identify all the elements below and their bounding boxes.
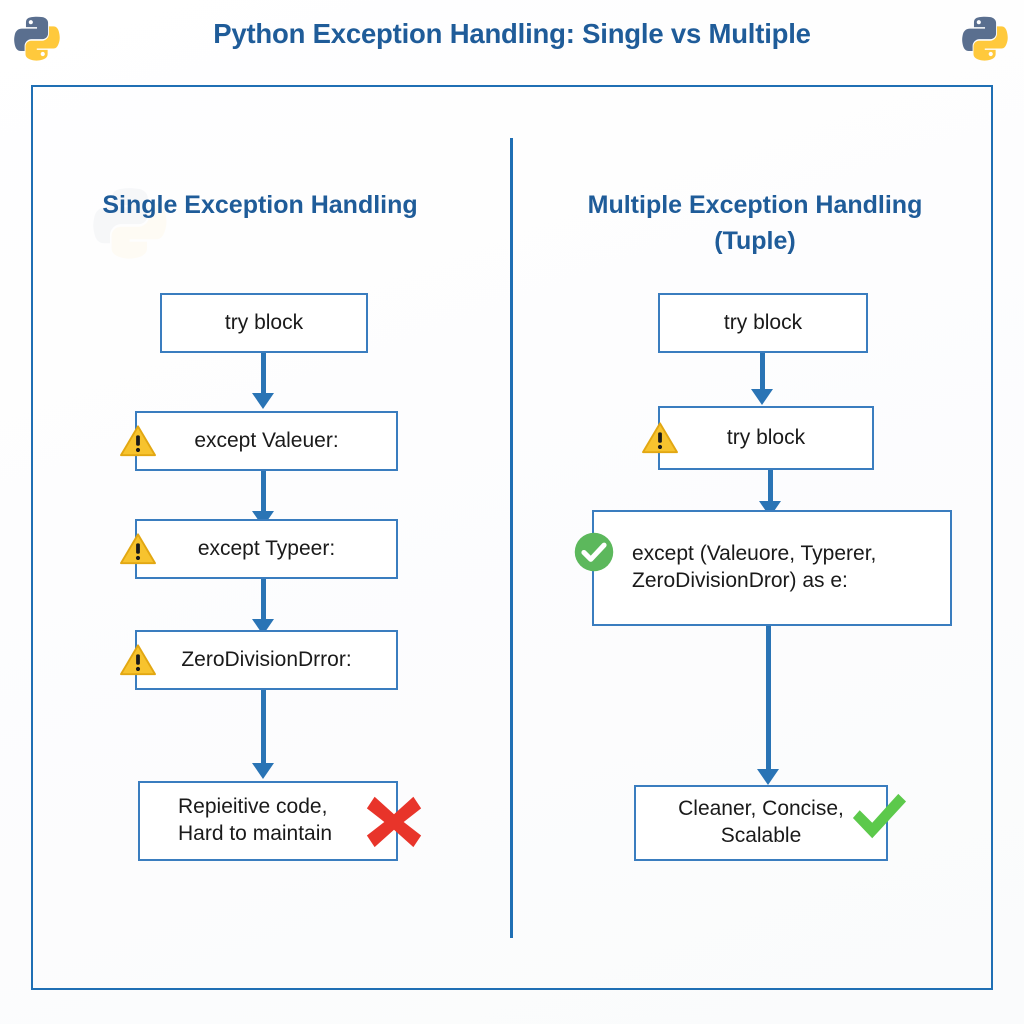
node-label: try block	[726, 425, 806, 449]
warning-triangle-icon	[119, 424, 157, 458]
column-heading-multiple: Multiple Exception Handling (Tuple)	[535, 188, 975, 259]
node-outcome-text: Cleaner, Concise, Scalable	[678, 796, 844, 850]
node-label: try block	[723, 310, 803, 334]
node-except-line2: ZeroDivisionDror) as e:	[632, 569, 848, 592]
arrow-head-single-1	[252, 393, 274, 409]
node-multiple-outcome[interactable]: Cleaner, Concise, Scalable	[634, 785, 888, 861]
python-logo-icon-left	[14, 16, 60, 62]
column-heading-multiple-label2: (Tuple)	[714, 226, 796, 255]
page-title: Python Exception Handling: Single vs Mul…	[213, 18, 811, 49]
arrow-multiple-3	[766, 626, 771, 771]
node-outcome-text: Repieitive code, Hard to maintain	[178, 794, 332, 848]
arrow-multiple-2	[768, 470, 773, 504]
node-outcome-line1: Repieitive code,	[178, 795, 328, 819]
node-outcome-line1: Cleaner, Concise,	[678, 797, 844, 821]
node-except-text: except (Valeuore, Typerer, ZeroDivisionD…	[632, 541, 876, 595]
node-single-except-type[interactable]: except Typeer:	[135, 519, 398, 579]
column-heading-single: Single Exception Handling	[40, 188, 480, 224]
node-label: except Typeer:	[197, 536, 336, 560]
warning-triangle-icon	[641, 421, 679, 455]
arrow-single-1	[261, 353, 266, 395]
node-multiple-try-block[interactable]: try block	[658, 293, 868, 353]
arrow-head-single-4	[252, 763, 274, 779]
column-heading-multiple-label: Multiple Exception Handling	[587, 191, 923, 219]
node-outcome-line2: Hard to maintain	[178, 822, 333, 845]
arrow-single-4	[261, 690, 266, 765]
node-multiple-try-block-2[interactable]: try block	[658, 406, 874, 470]
column-heading-single-label: Single Exception Handling	[102, 191, 418, 219]
column-divider	[510, 138, 513, 938]
python-logo-icon-right	[962, 16, 1008, 62]
node-label: ZeroDivisionDrror:	[181, 647, 352, 671]
diagram-frame	[31, 85, 993, 990]
node-label: try block	[224, 310, 304, 334]
node-except-line1: except (Valeuore, Typerer,	[632, 542, 877, 566]
python-watermark-icon	[93, 187, 167, 261]
warning-triangle-icon	[119, 532, 157, 566]
node-multiple-except-tuple[interactable]: except (Valeuore, Typerer, ZeroDivisionD…	[592, 510, 952, 626]
arrow-head-multiple-1	[751, 389, 773, 405]
node-single-except-value[interactable]: except Valeuer:	[135, 411, 398, 471]
check-circle-icon	[572, 530, 616, 574]
x-mark-icon	[363, 789, 425, 851]
warning-triangle-icon	[119, 643, 157, 677]
node-outcome-line2: Scalable	[720, 824, 802, 847]
arrow-single-2	[261, 471, 266, 513]
checkmark-icon	[848, 789, 910, 845]
node-label: except Valeuer:	[194, 428, 339, 452]
node-single-outcome[interactable]: Repieitive code, Hard to maintain	[138, 781, 398, 861]
arrow-single-3	[261, 579, 266, 621]
node-single-except-zerodiv[interactable]: ZeroDivisionDrror:	[135, 630, 398, 690]
arrow-head-multiple-3	[757, 769, 779, 785]
node-single-try-block[interactable]: try block	[160, 293, 368, 353]
arrow-multiple-1	[760, 353, 765, 391]
